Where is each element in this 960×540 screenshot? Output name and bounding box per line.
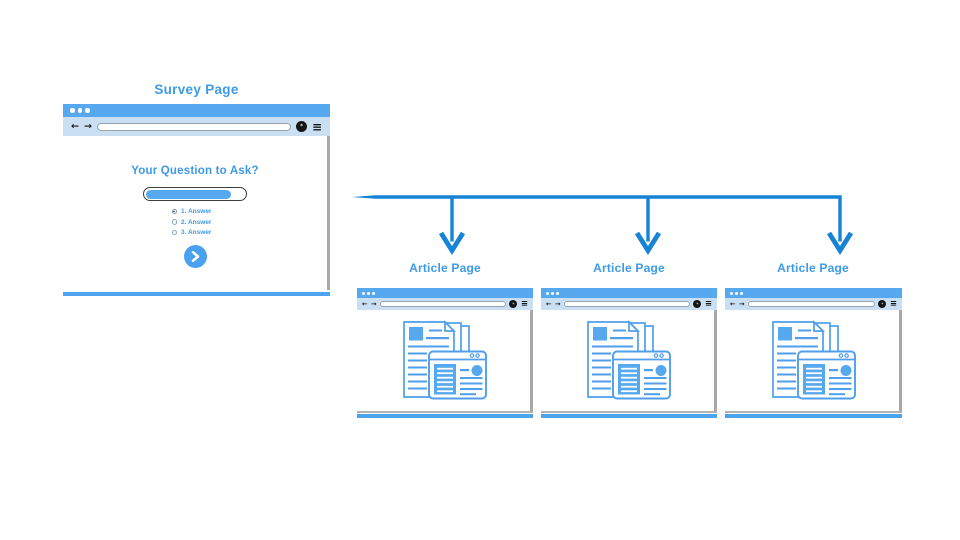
radio-icon[interactable] [171, 229, 177, 236]
forward-icon[interactable]: → [83, 120, 92, 132]
article-browser-window: ← → * ≡ [357, 288, 533, 418]
traffic-dot-icon [740, 291, 744, 295]
browser-toolbar: ← → * ≡ [357, 298, 533, 310]
article-browser-window: ← → * ≡ [725, 288, 902, 418]
answer-option[interactable]: 3. Answer [171, 229, 219, 236]
traffic-dot-icon [556, 291, 560, 295]
radio-icon[interactable] [171, 219, 177, 225]
document-stack-icon [403, 321, 487, 400]
window-titlebar [357, 288, 533, 298]
survey-page-title: Survey Page [154, 82, 239, 97]
article-page-title: Article Page [409, 261, 481, 275]
survey-browser-window: ← → * ≡ Your Question to Ask? 1. Answer … [63, 104, 330, 296]
browser-toolbar: ← → * ≡ [541, 298, 717, 310]
back-icon[interactable]: ← [362, 299, 368, 308]
address-bar[interactable] [379, 301, 506, 307]
traffic-dot-icon [546, 291, 549, 295]
radio-icon[interactable] [171, 208, 177, 215]
answer-label: 3. Answer [181, 229, 212, 236]
traffic-dot-icon [367, 291, 371, 295]
answer-option[interactable]: 1. Answer [171, 208, 219, 215]
window-gap [725, 413, 902, 414]
document-stack-icon [587, 321, 671, 400]
window-titlebar [725, 288, 902, 298]
article-content [357, 310, 533, 413]
account-icon[interactable]: * [295, 121, 307, 132]
window-gap [541, 413, 717, 414]
back-icon[interactable]: ← [730, 299, 736, 308]
article-content [541, 310, 717, 413]
account-icon[interactable]: * [693, 300, 702, 308]
address-bar[interactable] [747, 301, 875, 307]
hamburger-menu-icon[interactable]: ≡ [520, 298, 528, 309]
hamburger-menu-icon[interactable]: ≡ [704, 298, 712, 309]
window-gap [63, 290, 330, 292]
flow-connector-arrows [352, 195, 854, 256]
window-bottom-bar [725, 414, 902, 418]
answer-label: 1. Answer [181, 208, 212, 215]
forward-icon[interactable]: → [370, 299, 377, 308]
survey-content: Your Question to Ask? 1. Answer 2. Answe… [63, 136, 330, 290]
hamburger-menu-icon[interactable]: ≡ [889, 298, 897, 309]
progress-fill [145, 189, 231, 199]
window-gap [357, 413, 533, 414]
answer-option[interactable]: 2. Answer [171, 218, 219, 226]
document-stack-icon [771, 321, 856, 400]
address-bar[interactable] [563, 301, 690, 307]
traffic-dot-icon [77, 108, 82, 113]
article-content [725, 310, 902, 413]
traffic-dot-icon [85, 108, 90, 113]
traffic-dot-icon [70, 108, 75, 113]
window-bottom-bar [357, 414, 533, 418]
survey-question: Your Question to Ask? [131, 165, 259, 177]
window-bottom-bar [63, 292, 330, 296]
article-page-title: Article Page [593, 261, 665, 275]
traffic-dot-icon [362, 291, 365, 295]
hamburger-menu-icon[interactable]: ≡ [311, 119, 322, 134]
traffic-dot-icon [735, 291, 739, 295]
window-titlebar [541, 288, 717, 298]
forward-icon[interactable]: → [738, 299, 745, 308]
traffic-dot-icon [372, 291, 376, 295]
answer-list: 1. Answer 2. Answer 3. Answer [171, 208, 219, 236]
article-page-title: Article Page [777, 261, 849, 275]
answer-label: 2. Answer [181, 218, 212, 226]
browser-toolbar: ← → * ≡ [725, 298, 902, 310]
window-bottom-bar [541, 414, 717, 418]
traffic-dot-icon [730, 291, 733, 295]
back-icon[interactable]: ← [546, 299, 552, 308]
account-icon[interactable]: * [509, 300, 518, 308]
chevron-right-icon [191, 251, 199, 262]
browser-toolbar: ← → * ≡ [63, 117, 330, 136]
account-icon[interactable]: * [878, 300, 887, 308]
article-browser-window: ← → * ≡ [541, 288, 717, 418]
progress-bar [143, 187, 247, 201]
address-bar[interactable] [96, 122, 291, 131]
traffic-dot-icon [551, 291, 555, 295]
forward-icon[interactable]: → [554, 299, 561, 308]
window-titlebar [63, 104, 330, 117]
back-icon[interactable]: ← [71, 120, 79, 132]
next-button[interactable] [183, 245, 207, 268]
